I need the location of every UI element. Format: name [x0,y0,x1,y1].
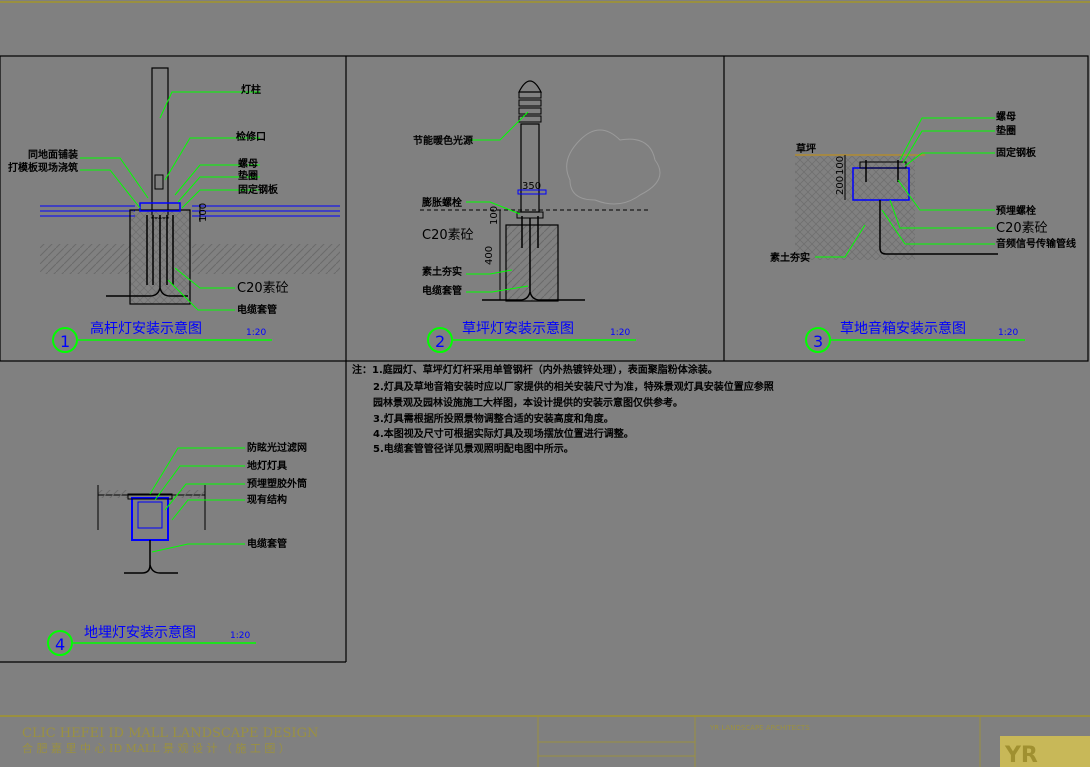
p1-number: 1 [60,332,70,351]
title-project-cn: 合 肥 嘉 里 中 心 ID MALL 景 观 设 计 （ 施 工 图 ） [22,741,290,755]
p4-label-sleeve: 预埋塑胶外筒 [247,477,307,490]
p1-label-access: 检修口 [236,130,266,143]
p1-label-conduit: 电缆套管 [237,303,277,316]
p4-label-structure: 现有结构 [247,493,287,506]
title-block: CLIC HEFEI ID MALL LANDSCAPE DESIGN 合 肥 … [0,715,1090,767]
p2-number: 2 [435,332,445,351]
p3-number: 3 [813,332,823,351]
p4-label-conduit: 电缆套管 [247,537,287,550]
p4-number-circle [47,630,73,656]
note-2: 2.灯具及草地音箱安装时应以厂家提供的相关安装尺寸为准，特殊景观灯具安装位置应参… [373,380,774,393]
panel-3-diagram: 100 200 草坪 螺母 垫圈 固定钢板 预埋螺栓 C20素砼 音频信号传输管… [770,110,1076,264]
panel-2-diagram: 350 100 400 节能暖色光源 膨胀螺栓 C20素砼 素土夯实 电缆套管 [413,80,661,302]
p3-label-washer: 垫圈 [996,124,1016,137]
title-project-en: CLIC HEFEI ID MALL LANDSCAPE DESIGN [22,726,318,741]
p1-label-c20: C20素砼 [237,281,289,296]
p3-title: 草地音箱安装示意图 [840,320,966,337]
p1-number-circle [52,327,78,353]
note-3: 3.灯具需根据所投照景物调整合适的安装高度和角度。 [373,412,614,425]
p2-label-light: 节能暖色光源 [413,134,473,147]
p4-label-fixture: 地灯灯具 [247,459,287,472]
p2-label-conduit: 电缆套管 [422,284,462,297]
p2-dim-100: 100 [489,206,500,225]
p3-label-soil: 素土夯实 [770,251,810,264]
p3-label-bolt: 预埋螺栓 [996,204,1036,217]
note-5: 5.电缆套管管径详见景观照明配电图中所示。 [373,442,574,455]
note-1: 注：1.庭园灯、草坪灯灯杆采用单管钢杆（内外热镀锌处理），表面聚脂粉体涂装。 [352,363,718,376]
p4-title: 地埋灯安装示意图 [84,624,196,641]
p4-scale: 1:20 [230,631,250,641]
p3-label-lawn: 草坪 [796,142,816,155]
p1-label-cast: 打模板现场浇筑 [8,161,78,174]
frame-top-row [0,55,1089,362]
p1-label-washer: 垫圈 [238,169,258,182]
p3-label-c20: C20素砼 [996,221,1048,236]
p3-label-plate: 固定钢板 [996,146,1037,159]
p2-dim-400: 400 [484,246,495,265]
panel-4-diagram: 防眩光过滤网 地灯灯具 预埋塑胶外筒 现有结构 电缆套管 [97,441,307,574]
p3-number-circle [805,327,831,353]
p1-scale: 1:20 [246,328,266,338]
p2-dim-350: 350 [522,181,541,192]
note-2b: 园林景观及园林设施施工大样图，本设计提供的安装示意图仅供参考。 [373,396,683,409]
p2-label-bolt: 膨胀螺栓 [422,196,462,209]
p2-label-soil: 素土夯实 [422,265,462,278]
p1-label-nut: 螺母 [238,157,258,170]
p3-dim-100: 100 [835,156,846,175]
p2-number-circle [427,327,453,353]
p1-dim-100: 100 [198,203,209,222]
p1-title: 高杆灯安装示意图 [90,320,202,337]
p1-label-plate: 固定钢板 [238,183,279,196]
panel-1-diagram: 灯柱 检修口 同地面铺装 打模板现场浇筑 螺母 垫圈 固定钢板 C20素砼 电缆… [8,67,340,316]
notes: 注：1.庭园灯、草坪灯灯杆采用单管钢杆（内外热镀锌处理），表面聚脂粉体涂装。 2… [352,363,774,455]
logo-text: YR [1004,743,1038,767]
note-4: 4.本图视及尺寸可根据实际灯具及现场摆放位置进行调整。 [373,427,634,440]
p3-label-cable: 音频信号传输管线 [996,237,1076,250]
p3-label-nut: 螺母 [996,110,1016,123]
p3-dim-200: 200 [835,176,846,195]
p3-scale: 1:20 [998,328,1018,338]
p2-scale: 1:20 [610,328,630,338]
p1-label-paving: 同地面铺装 [28,148,78,161]
logo-box [1000,736,1090,767]
p1-label-pole: 灯柱 [241,83,261,96]
p2-title: 草坪灯安装示意图 [462,320,574,337]
p4-number: 4 [55,635,65,654]
p2-label-c20: C20素砼 [422,228,474,243]
p4-label-filter: 防眩光过滤网 [247,441,307,454]
title-firm: YR LANDSCAPE ARCHITECTS [709,724,810,732]
